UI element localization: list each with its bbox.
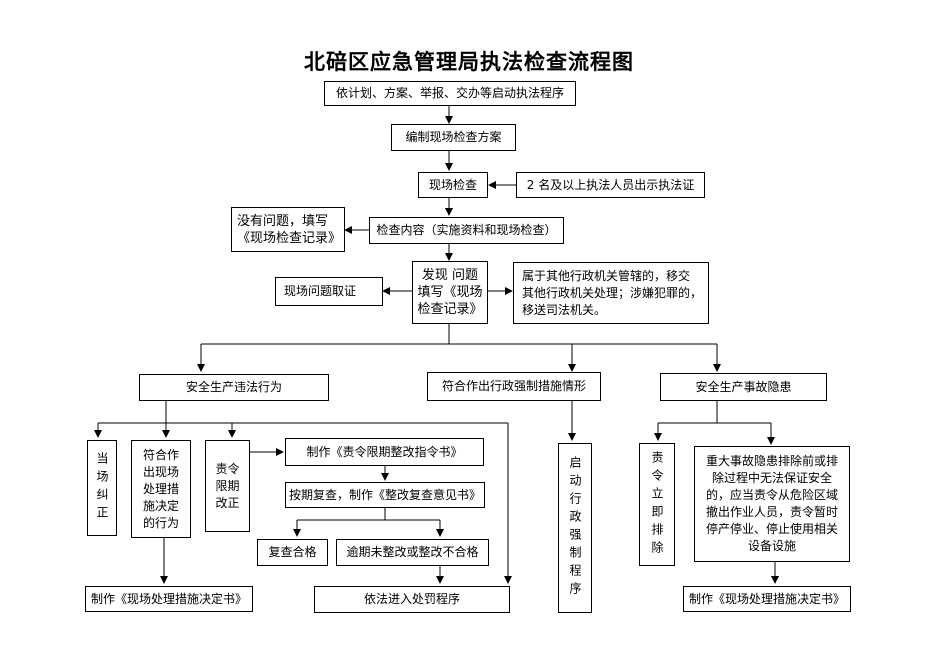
- violation-text: 安全生产违法行为: [185, 380, 282, 394]
- penalty-text: 依法进入处罚程序: [363, 592, 460, 606]
- problem-found-box: 发现 问题 填写《现场 检查记录》: [412, 261, 488, 324]
- evidence-box: 现场问题取证: [275, 277, 383, 306]
- correct-on-site-box: 当场纠正: [87, 440, 117, 536]
- rectify-order-box: 责令 限期 改正: [205, 440, 250, 532]
- violation-box: 安全生产违法行为: [139, 374, 329, 401]
- review-box: 按期复查，制作《整改复查意见书》: [285, 482, 485, 508]
- officers-box: 2 名及以上执法人员出示执法证: [516, 172, 705, 198]
- penalty-box: 依法进入处罚程序: [314, 586, 510, 613]
- inspection-plan-text: 编制现场检查方案: [405, 130, 502, 144]
- inspection-plan-box: 编制现场检查方案: [391, 124, 516, 151]
- immediate-removal-text: 责令立即排除: [650, 450, 664, 559]
- decision-left-text: 制作《现场处理措施决定书》: [90, 591, 247, 606]
- review-passed-text: 复查合格: [268, 545, 317, 559]
- decision-right-box: 制作《现场处理措施决定书》: [683, 586, 851, 612]
- on-site-measures-text: 符合作 出现场 处理措 施决定 的行为: [142, 447, 179, 530]
- start-coercive-box: 启动行政强制程序: [558, 443, 592, 613]
- hazard-box: 安全生产事故隐患: [660, 373, 827, 401]
- start-enforcement-text: 依计划、方案、举报、交办等启动执法程序: [335, 86, 564, 100]
- decision-right-text: 制作《现场处理措施决定书》: [688, 591, 845, 606]
- coercive-measures-text: 符合作出行政强制措施情形: [441, 379, 586, 393]
- problem-found-text: 发现 问题 填写《现场 检查记录》: [417, 268, 483, 317]
- transfer-box: 属于其他行政机关管辖的，移交 其他行政机关处理；涉嫌犯罪的， 移送司法机关。: [513, 262, 709, 324]
- review-text: 按期复查，制作《整改复查意见书》: [288, 487, 481, 502]
- decision-left-box: 制作《现场处理措施决定书》: [85, 586, 253, 612]
- major-hazard-text: 重大事故隐患排除前或排 除过程中无法保证安全 的，应当责令从危险区域 撤出作业人…: [705, 454, 838, 553]
- transfer-text: 属于其他行政机关管辖的，移交 其他行政机关处理；涉嫌犯罪的， 移送司法机关。: [522, 268, 703, 317]
- start-enforcement-box: 依计划、方案、举报、交办等启动执法程序: [324, 81, 576, 106]
- evidence-text: 现场问题取证: [284, 284, 357, 298]
- coercive-measures-box: 符合作出行政强制措施情形: [427, 372, 601, 401]
- inspection-content-box: 检查内容（实施资料和现场检查）: [369, 217, 564, 244]
- immediate-removal-box: 责令立即排除: [639, 443, 675, 566]
- no-problem-text: 没有问题，填写 《现场检查记录》: [237, 213, 342, 246]
- rectify-order-text: 责令 限期 改正: [215, 461, 240, 510]
- correct-on-site-text: 当场纠正: [95, 452, 109, 524]
- site-inspection-text: 现场检查: [428, 177, 477, 192]
- on-site-measures-box: 符合作 出现场 处理措 施决定 的行为: [131, 440, 191, 538]
- hazard-text: 安全生产事故隐患: [695, 379, 792, 394]
- rectify-notice-box: 制作《责令限期整改指令书》: [285, 438, 484, 466]
- start-coercive-text: 启动行政强制程序: [568, 456, 582, 600]
- site-inspection-box: 现场检查: [418, 172, 488, 198]
- no-problem-box: 没有问题，填写 《现场检查记录》: [231, 207, 345, 252]
- officers-text: 2 名及以上执法人员出示执法证: [526, 177, 695, 192]
- overdue-text: 逾期未整改或整改不合格: [346, 545, 479, 559]
- inspection-content-text: 检查内容（实施资料和现场检查）: [376, 223, 557, 237]
- review-passed-box: 复查合格: [257, 539, 328, 566]
- overdue-box: 逾期未整改或整改不合格: [336, 539, 489, 566]
- major-hazard-box: 重大事故隐患排除前或排 除过程中无法保证安全 的，应当责令从危险区域 撤出作业人…: [694, 446, 850, 562]
- page-title: 北碚区应急管理局执法检查流程图: [304, 50, 634, 74]
- rectify-notice-text: 制作《责令限期整改指令书》: [306, 444, 463, 459]
